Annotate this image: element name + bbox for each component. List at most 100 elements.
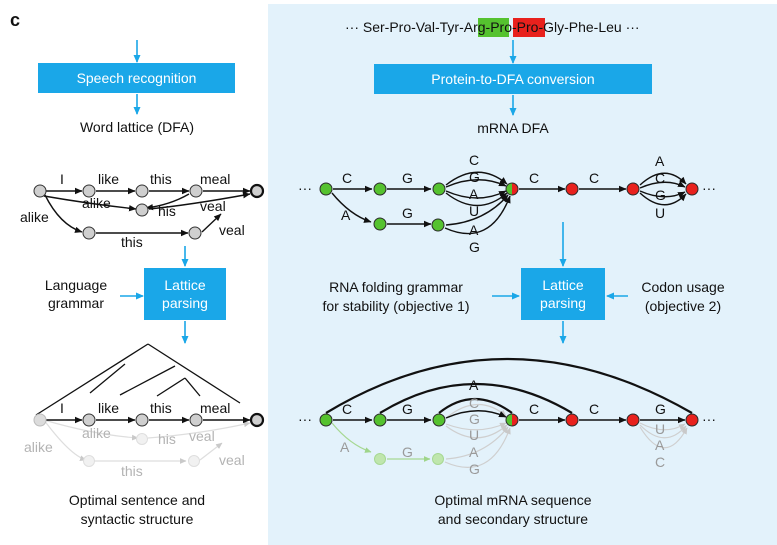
right-caption-line-2: and secondary structure bbox=[438, 511, 588, 527]
language-grammar-label-1: Language bbox=[45, 277, 108, 293]
faded-word-his: his bbox=[158, 431, 176, 447]
speech-recognition-box bbox=[38, 63, 235, 93]
lattice-word-veal-top: veal bbox=[200, 198, 226, 214]
lattice-word-this-bottom: this bbox=[121, 234, 143, 250]
lattice-word-his: his bbox=[158, 203, 176, 219]
result-lattice-faded-edges bbox=[43, 419, 251, 464]
dfa-label-g2: G bbox=[402, 205, 413, 221]
protein-sequence: ··· Ser-Pro-Val-Tyr-Arg-Pro-Pro-Gly-Phe-… bbox=[345, 19, 640, 35]
opt-label-a: A bbox=[469, 377, 479, 393]
opt-faded-g: G bbox=[469, 411, 480, 427]
parse-tree bbox=[35, 343, 241, 416]
left-lattice-parsing-label-1: Lattice bbox=[164, 277, 205, 293]
dfa-label-a1: A bbox=[341, 207, 351, 223]
secondary-structure-arcs bbox=[325, 358, 693, 414]
folding-grammar-label-1: RNA folding grammar bbox=[329, 279, 463, 295]
dfa-pro-u: U bbox=[655, 205, 665, 221]
conversion-label: Protein-to-DFA conversion bbox=[431, 71, 594, 87]
word-lattice-title: Word lattice (DFA) bbox=[80, 119, 194, 135]
pro-highlight bbox=[513, 18, 545, 37]
opt-faded-pro-u: U bbox=[655, 421, 665, 437]
opt-label-g3: G bbox=[655, 401, 666, 417]
lattice-word-veal-bottom: veal bbox=[219, 222, 245, 238]
dfa-pro-g: G bbox=[655, 187, 666, 203]
protein-arg: Arg bbox=[464, 19, 486, 35]
lattice-word-alike-top: alike bbox=[82, 195, 111, 211]
mrna-dfa-edges bbox=[331, 171, 687, 235]
dfa-dots-left: ··· bbox=[298, 180, 312, 196]
lattice-word-alike-left: alike bbox=[20, 209, 49, 225]
word-lattice-graph bbox=[43, 187, 251, 237]
panel-letter: c bbox=[10, 10, 20, 30]
speech-recognition-label: Speech recognition bbox=[77, 70, 197, 86]
dfa-label-c2: C bbox=[529, 170, 539, 186]
language-grammar-label-2: grammar bbox=[48, 295, 104, 311]
lattice-word-i: I bbox=[60, 171, 64, 187]
opt-label-c2: C bbox=[529, 401, 539, 417]
result-word-this: this bbox=[150, 400, 172, 416]
conversion-box bbox=[374, 64, 652, 94]
right-caption-line-1: Optimal mRNA sequence bbox=[434, 492, 591, 508]
dfa-arg-g2: G bbox=[469, 239, 480, 255]
dfa-arg-u: U bbox=[469, 203, 479, 219]
dfa-label-c1: C bbox=[342, 170, 352, 186]
opt-label-c1: C bbox=[342, 401, 352, 417]
result-word-i: I bbox=[60, 400, 64, 416]
faded-word-this: this bbox=[121, 463, 143, 479]
dfa-pro-a: A bbox=[655, 153, 665, 169]
faded-word-alike-left: alike bbox=[24, 439, 53, 455]
dfa-arg-a2: A bbox=[469, 222, 479, 238]
dfa-dots-right: ··· bbox=[702, 180, 716, 196]
right-lattice-parsing-label-1: Lattice bbox=[542, 277, 583, 293]
opt-faded-c: C bbox=[469, 395, 479, 411]
right-lattice-parsing-label-2: parsing bbox=[540, 295, 586, 311]
left-lattice-parsing-label-2: parsing bbox=[162, 295, 208, 311]
faded-word-veal-top: veal bbox=[189, 428, 215, 444]
faded-word-alike-top: alike bbox=[82, 425, 111, 441]
protein-pro: Pro bbox=[490, 19, 512, 35]
dfa-arg-g: G bbox=[469, 169, 480, 185]
dfa-arg-a: A bbox=[469, 186, 479, 202]
result-lattice-nodes bbox=[33, 412, 265, 467]
optimal-faded-edges bbox=[331, 403, 688, 468]
mrna-dfa-nodes bbox=[319, 182, 699, 232]
opt-faded-a: A bbox=[340, 439, 350, 455]
codon-usage-label-1: Codon usage bbox=[641, 279, 725, 295]
optimal-edges bbox=[333, 410, 686, 424]
audio-waveform-icon bbox=[57, 10, 216, 32]
left-caption-line-2: syntactic structure bbox=[81, 511, 194, 527]
opt-label-g1: G bbox=[402, 401, 413, 417]
folding-grammar-label-2: for stability (objective 1) bbox=[322, 298, 469, 314]
right-lattice-parsing-box bbox=[521, 268, 605, 320]
opt-faded-a2: A bbox=[469, 444, 479, 460]
opt-label-c3: C bbox=[589, 401, 599, 417]
protein-dash: - bbox=[486, 19, 491, 35]
lattice-word-like: like bbox=[98, 171, 119, 187]
opt-faded-pro-a: A bbox=[655, 437, 665, 453]
mrna-dfa-title: mRNA DFA bbox=[477, 120, 549, 136]
lattice-word-meal: meal bbox=[200, 171, 230, 187]
protein-suffix: -Pro-Gly-Phe-Leu ··· bbox=[512, 19, 640, 35]
opt-faded-pro-c: C bbox=[655, 454, 665, 470]
opt-faded-g2: G bbox=[469, 461, 480, 477]
arg-highlight bbox=[478, 18, 509, 37]
dfa-pro-c: C bbox=[655, 170, 665, 186]
opt-dots-left: ··· bbox=[298, 411, 312, 427]
opt-faded-g: G bbox=[402, 444, 413, 460]
result-word-meal: meal bbox=[200, 400, 230, 416]
optimal-nodes bbox=[319, 413, 699, 465]
left-caption-line-1: Optimal sentence and bbox=[69, 492, 205, 508]
result-word-like: like bbox=[98, 400, 119, 416]
faded-word-veal-bottom: veal bbox=[219, 452, 245, 468]
opt-dots-right: ··· bbox=[702, 411, 716, 427]
lattice-word-this: this bbox=[150, 171, 172, 187]
word-lattice-nodes bbox=[33, 183, 265, 240]
opt-faded-u: U bbox=[469, 427, 479, 443]
dfa-label-c3: C bbox=[589, 170, 599, 186]
dfa-arg-c: C bbox=[469, 152, 479, 168]
codon-usage-label-2: (objective 2) bbox=[645, 298, 721, 314]
dfa-label-g1: G bbox=[402, 170, 413, 186]
protein-prefix: ··· Ser-Pro-Val-Tyr- bbox=[345, 19, 464, 35]
left-lattice-parsing-box bbox=[144, 268, 226, 320]
